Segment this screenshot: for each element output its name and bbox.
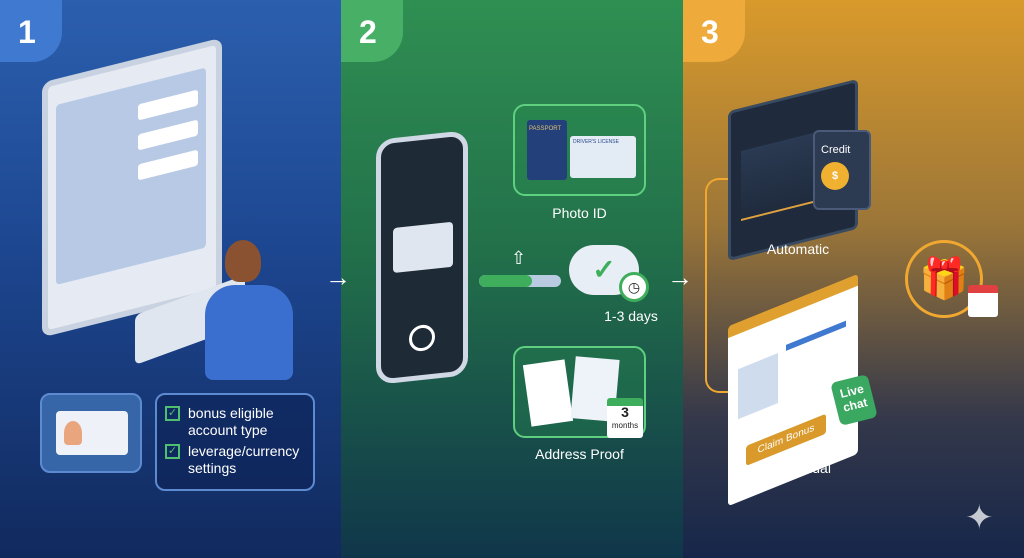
cloud-check-icon: ✓: [569, 245, 639, 295]
automatic-label: Automatic: [766, 241, 830, 257]
calendar-number: 3: [621, 404, 629, 420]
address-proof-box: 3 months: [513, 346, 646, 438]
checkbox-checked-icon: ✓: [165, 406, 180, 421]
arrow-right-icon: →: [667, 262, 693, 292]
upload-progress-bar: [479, 275, 561, 287]
photo-id-label: Photo ID: [552, 205, 607, 221]
profile-card-bubble: [40, 393, 142, 473]
smartphone-camera-illustration: [376, 130, 468, 385]
step-1-panel: 1 ✓ bonus eligible account type ✓ levera…: [0, 0, 341, 558]
calendar-icon: 3 months: [607, 398, 643, 438]
drivers-license-icon: DRIVER'S LICENSE: [570, 136, 636, 178]
sparkle-icon: ✦: [965, 499, 994, 537]
clock-icon: ◷: [619, 272, 649, 302]
step-3-panel: 3 Credit $ Automatic 🎁 Claim Bonus Live …: [683, 0, 1024, 558]
step-number-badge: 2: [341, 0, 403, 62]
checklist-box: ✓ bonus eligible account type ✓ leverage…: [155, 393, 315, 491]
claim-bonus-button[interactable]: Claim Bonus: [746, 413, 826, 466]
arrow-right-icon: →: [325, 262, 351, 292]
utility-bill-icon: [522, 359, 574, 427]
credit-label: Credit: [821, 144, 851, 156]
flow-connector: [705, 178, 731, 393]
manual-label: Manual: [785, 460, 831, 476]
checklist-text: leverage/currency settings: [188, 443, 300, 476]
wait-time-label: 1-3 days: [604, 308, 658, 324]
dollar-coin-icon: $: [821, 162, 849, 190]
calendar-unit: months: [611, 421, 639, 430]
passport-icon: PASSPORT: [527, 120, 567, 180]
checklist-text: bonus eligible account type: [188, 405, 274, 438]
photo-id-box: PASSPORT DRIVER'S LICENSE: [513, 104, 646, 196]
gift-reward-circle: 🎁: [905, 240, 983, 318]
step-number-badge: 1: [0, 0, 62, 62]
user-avatar-illustration: [225, 240, 261, 282]
checklist-item: ✓ leverage/currency settings: [165, 443, 305, 477]
step-2-panel: 2 PASSPORT DRIVER'S LICENSE Photo ID ⇧ ✓…: [341, 0, 683, 558]
checkbox-checked-icon: ✓: [165, 444, 180, 459]
checklist-item: ✓ bonus eligible account type: [165, 405, 305, 439]
calendar-clock-icon: [968, 285, 998, 317]
upload-icon: ⇧: [511, 248, 527, 268]
address-proof-label: Address Proof: [535, 446, 624, 462]
credit-card-icon: Credit $: [813, 130, 871, 210]
step-number-badge: 3: [683, 0, 745, 62]
